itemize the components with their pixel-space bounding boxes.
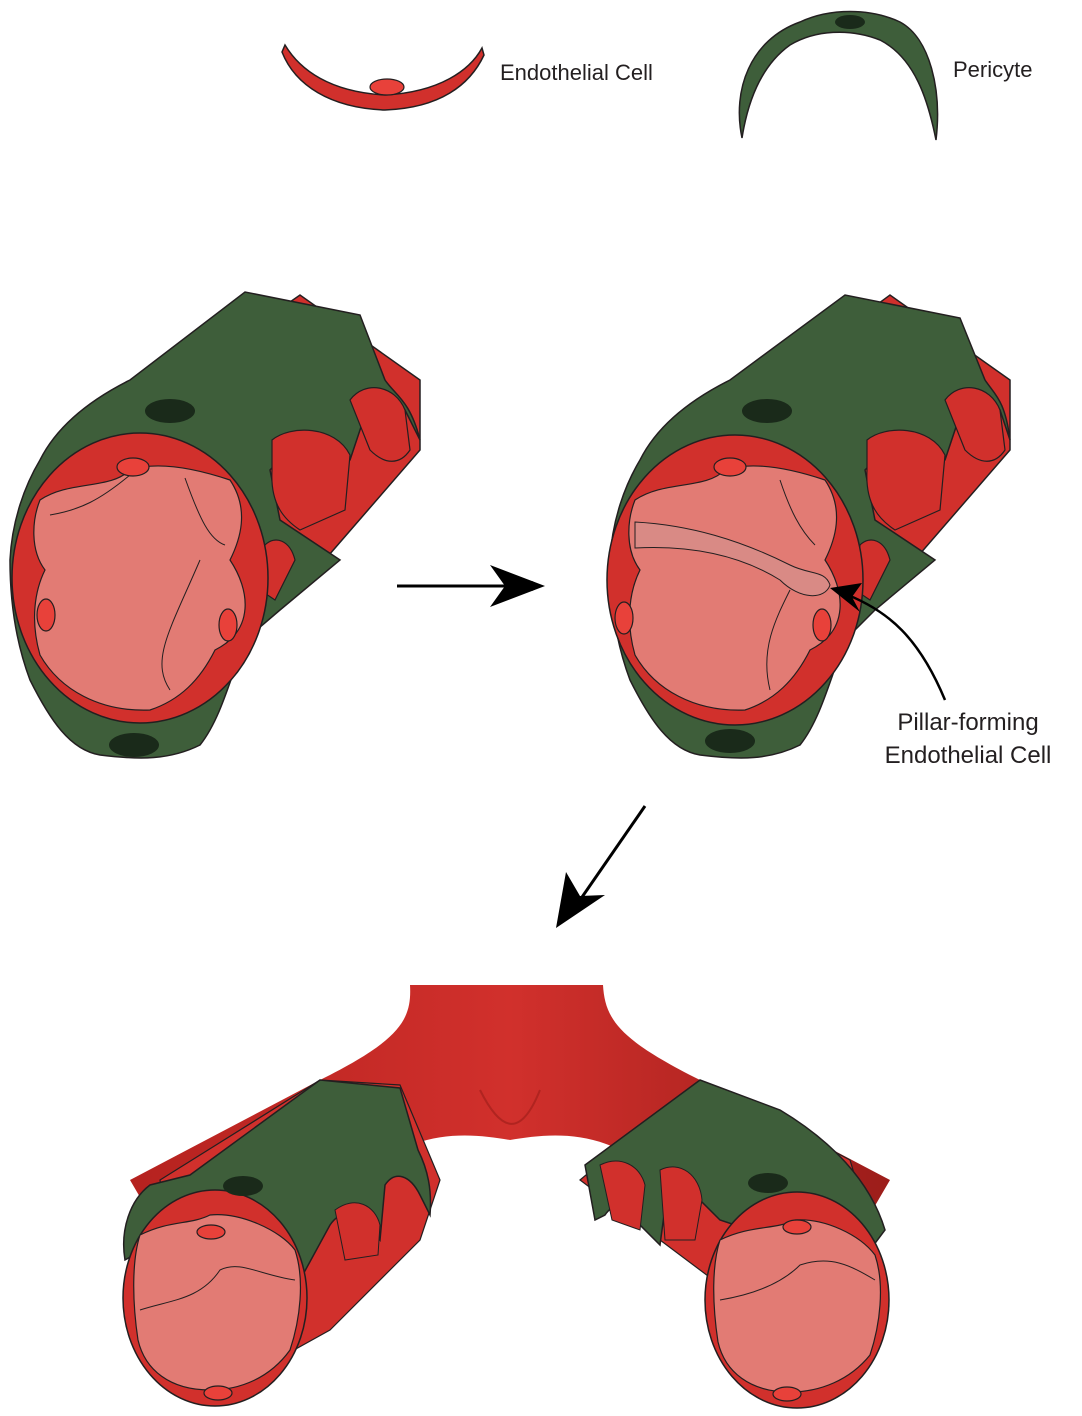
arrow-down-left — [580, 806, 645, 900]
vessel-split — [123, 985, 890, 1408]
vessel-before-split — [10, 292, 420, 758]
pillar-label-line2: Endothelial Cell — [885, 741, 1052, 771]
pillar-label-line1: Pillar-forming — [897, 708, 1038, 738]
vessel-pillar-forming — [607, 295, 1010, 758]
pericyte-icon — [739, 12, 937, 141]
legend-pericyte — [739, 12, 937, 141]
lumen — [134, 1215, 301, 1390]
legend-endothelial-cell — [282, 45, 484, 110]
lumen — [714, 1220, 881, 1392]
endothelial-cell-icon — [282, 45, 484, 110]
endothelial-cell-label: Endothelial Cell — [500, 58, 653, 88]
pericyte-nucleus-icon — [835, 15, 865, 29]
endothelial-nucleus-icon — [370, 79, 404, 95]
pericyte-label: Pericyte — [953, 55, 1032, 85]
